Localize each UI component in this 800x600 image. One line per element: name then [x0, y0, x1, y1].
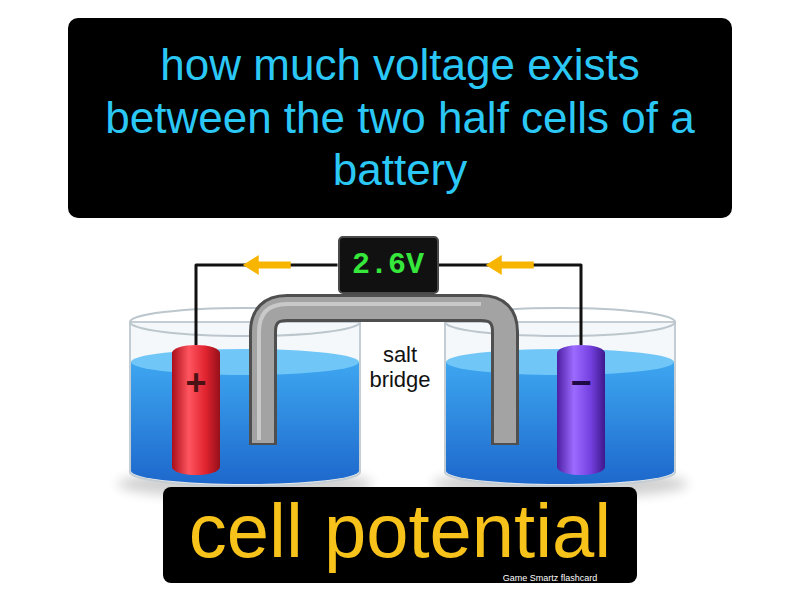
- left-beaker: [117, 308, 373, 498]
- salt-bridge-label: salt bridge: [355, 342, 445, 393]
- arrow-shaft: [500, 262, 534, 269]
- arrow-shaft: [257, 262, 291, 269]
- term-panel: cell potential: [163, 487, 637, 583]
- definition-panel: how much voltage exists between the two …: [68, 18, 732, 218]
- term-text: cell potential: [189, 493, 612, 569]
- current-arrow: [243, 255, 291, 275]
- label-text: Game Smartz flashcard: [503, 573, 598, 583]
- connecting-wire: [196, 265, 338, 345]
- arrow-head: [243, 255, 259, 275]
- voltage-reading: 2.6V: [352, 250, 424, 280]
- label-text: salt bridge: [355, 342, 445, 393]
- connecting-wire: [439, 265, 582, 345]
- credit-label: Game Smartz flashcard: [470, 567, 630, 585]
- positive-electrode: +: [172, 345, 220, 475]
- definition-text: how much voltage exists between the two …: [98, 39, 702, 197]
- current-arrow: [486, 255, 534, 275]
- voltmeter-display: 2.6V: [338, 236, 439, 294]
- polarity-sign: +: [185, 365, 206, 401]
- right-beaker: [432, 308, 688, 498]
- salt-bridge-tube: [259, 304, 505, 445]
- negative-electrode: −: [557, 345, 605, 475]
- polarity-sign: −: [570, 365, 591, 401]
- arrow-head: [486, 255, 502, 275]
